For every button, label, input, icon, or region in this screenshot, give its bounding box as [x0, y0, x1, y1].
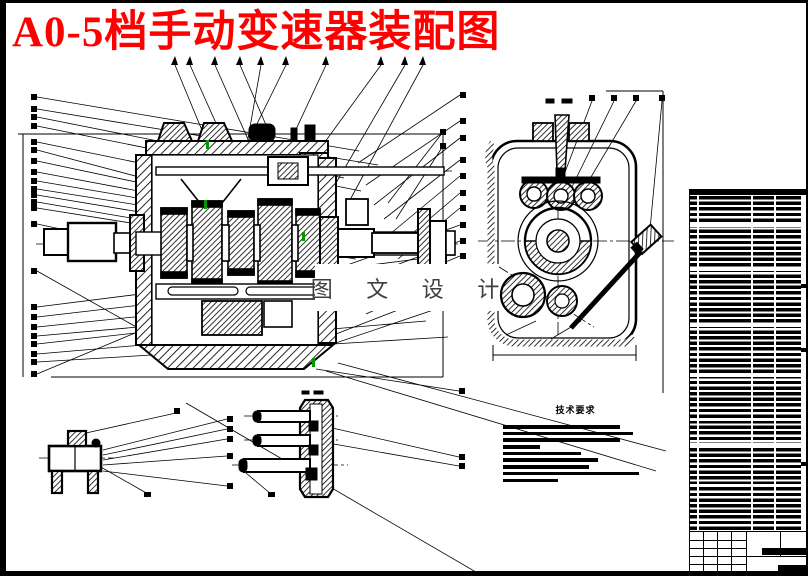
technical-requirements-text-line	[503, 458, 598, 462]
technical-requirements-text-line	[503, 431, 633, 436]
technical-requirements-text-line	[503, 438, 620, 442]
detail-bottom-middle	[238, 390, 335, 499]
technical-requirements-text-line	[503, 425, 620, 429]
assembly-drawing	[18, 56, 674, 571]
parts-list-table	[689, 189, 806, 571]
technical-requirements-heading: 技术要求	[555, 405, 596, 415]
technical-requirements-text-line	[503, 451, 581, 456]
detail-bottom-left	[47, 429, 103, 495]
parts-list-top-border	[690, 190, 806, 195]
technical-requirements-text-line	[503, 478, 558, 482]
main-section-view	[43, 122, 456, 370]
parts-list-rows	[690, 196, 806, 531]
title-block	[690, 531, 806, 571]
technical-requirements-text-line	[503, 465, 589, 469]
parts-list-last-column	[801, 196, 806, 531]
watermark: 图 文 设 计	[311, 264, 499, 311]
technical-requirements: 技术要求	[503, 403, 648, 485]
technical-requirements-text-line	[503, 471, 639, 476]
end-view	[485, 98, 663, 347]
section-marks	[204, 140, 315, 367]
technical-requirements-text-line	[503, 445, 540, 449]
page-title: A0-5档手动变速器装配图	[12, 9, 501, 56]
technical-requirements-lines	[503, 425, 648, 482]
